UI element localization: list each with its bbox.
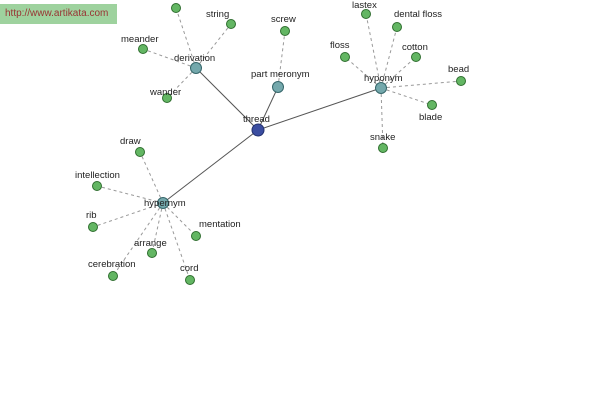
edge-hyponym-lastex — [365, 13, 382, 89]
node-derivation[interactable] — [190, 62, 202, 74]
edge-hyponym-cotton — [380, 56, 417, 89]
label-wander: wander — [149, 87, 181, 98]
node-hyponym[interactable] — [375, 82, 387, 94]
node-draw[interactable] — [135, 147, 145, 157]
watermark: http://www.artikata.com — [0, 4, 118, 24]
label-cord: cord — [180, 263, 198, 274]
edge-thread-derivation — [195, 67, 259, 131]
label-dental-floss: dental floss — [394, 9, 442, 20]
edge-hypernym-cord — [162, 202, 191, 281]
label-hyponym: hyponym — [364, 73, 403, 84]
edge-hypernym-rib — [92, 202, 164, 228]
edge-hyponym-floss — [344, 56, 382, 89]
edge-hyponym-blade — [380, 87, 433, 106]
node-screw[interactable] — [280, 26, 290, 36]
label-screw: screw — [271, 14, 296, 25]
label-draw: draw — [120, 136, 141, 147]
edge-hyponym-bead — [380, 80, 462, 89]
node-bead[interactable] — [456, 76, 466, 86]
node-part-meronym[interactable] — [272, 81, 284, 93]
label-mentation: mentation — [199, 219, 241, 230]
edge-hypernym-intellection — [96, 185, 164, 204]
label-intellection: intellection — [75, 170, 120, 181]
node-thread[interactable] — [251, 123, 265, 137]
node-cerebration[interactable] — [108, 271, 118, 281]
node-arrange[interactable] — [147, 248, 157, 258]
node-wander[interactable] — [162, 93, 172, 103]
edge-thread-hyponym — [257, 87, 382, 131]
node-node-a[interactable] — [171, 3, 181, 13]
node-dental-floss[interactable] — [392, 22, 402, 32]
node-meander[interactable] — [138, 44, 148, 54]
label-floss: floss — [330, 40, 350, 51]
edge-derivation-node-a — [175, 7, 197, 69]
label-part-meronym: part meronym — [251, 69, 310, 80]
label-rib: rib — [86, 210, 97, 221]
node-string[interactable] — [226, 19, 236, 29]
edge-hypernym-mentation — [162, 202, 197, 237]
node-floss[interactable] — [340, 52, 350, 62]
node-blade[interactable] — [427, 100, 437, 110]
label-bead: bead — [448, 64, 469, 75]
edge-thread-hypernym — [162, 129, 259, 204]
label-arrange: arrange — [134, 238, 167, 249]
node-snake[interactable] — [378, 143, 388, 153]
node-mentation[interactable] — [191, 231, 201, 241]
label-snake: snake — [370, 132, 395, 143]
label-cotton: cotton — [402, 42, 428, 53]
node-hypernym[interactable] — [157, 197, 169, 209]
label-thread: thread — [243, 114, 270, 125]
label-derivation: derivation — [174, 53, 215, 64]
label-hypernym: hypernym — [144, 198, 186, 209]
node-cotton[interactable] — [411, 52, 421, 62]
edge-hypernym-draw — [139, 151, 164, 204]
edge-hyponym-dental-floss — [380, 26, 398, 89]
node-lastex[interactable] — [361, 9, 371, 19]
edge-hypernym-arrange — [151, 202, 164, 254]
watermark-url: http://www.artikata.com — [5, 8, 109, 19]
label-meander: meander — [121, 34, 159, 45]
node-intellection[interactable] — [92, 181, 102, 191]
edge-hyponym-snake — [380, 87, 384, 149]
label-string: string — [206, 9, 229, 20]
edge-derivation-wander — [166, 67, 197, 99]
node-cord[interactable] — [185, 275, 195, 285]
edge-thread-part-meronym — [257, 86, 279, 131]
node-rib[interactable] — [88, 222, 98, 232]
label-cerebration: cerebration — [88, 259, 136, 270]
edge-hypernym-cerebration — [112, 202, 164, 277]
label-blade: blade — [419, 112, 442, 123]
label-lastex: lastex — [352, 0, 377, 11]
